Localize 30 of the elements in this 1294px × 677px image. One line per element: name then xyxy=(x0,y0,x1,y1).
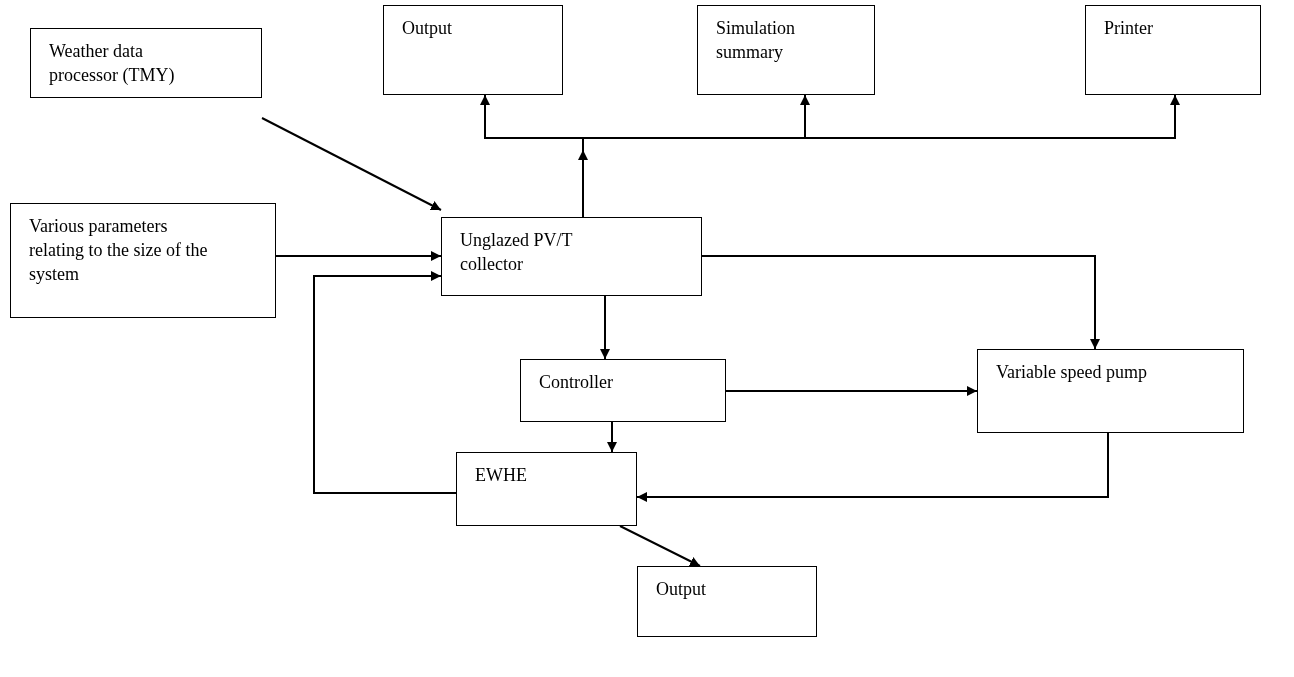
process-box xyxy=(1085,5,1261,95)
box-label: Unglazed PV/T collector xyxy=(460,229,574,276)
process-box xyxy=(10,203,276,318)
box-label: EWHE xyxy=(475,464,528,487)
process-box xyxy=(697,5,875,95)
process-box xyxy=(520,359,726,422)
box-label: Output xyxy=(656,578,707,601)
arrow xyxy=(725,386,978,396)
box-label: Printer xyxy=(1104,17,1154,40)
process-box xyxy=(637,566,817,637)
arrow xyxy=(275,251,442,261)
process-box xyxy=(977,349,1244,433)
box-label: Various parameters relating to the size of the system xyxy=(29,215,209,286)
process-box xyxy=(30,28,262,98)
box-label: Weather data processor (TMY) xyxy=(49,40,176,87)
box-label: Variable speed pump xyxy=(996,361,1148,384)
arrow xyxy=(636,432,1109,502)
box-label: Output xyxy=(402,17,453,40)
process-box xyxy=(383,5,563,95)
arrow xyxy=(607,421,617,453)
arrow xyxy=(701,255,1100,350)
process-box xyxy=(456,452,637,526)
arrow xyxy=(600,295,610,360)
arrow xyxy=(619,525,701,567)
process-box xyxy=(441,217,702,296)
arrow xyxy=(261,117,442,211)
box-label: Simulation summary xyxy=(716,17,796,64)
arrow xyxy=(578,149,588,218)
box-label: Controller xyxy=(539,371,614,394)
arrow xyxy=(313,271,457,494)
